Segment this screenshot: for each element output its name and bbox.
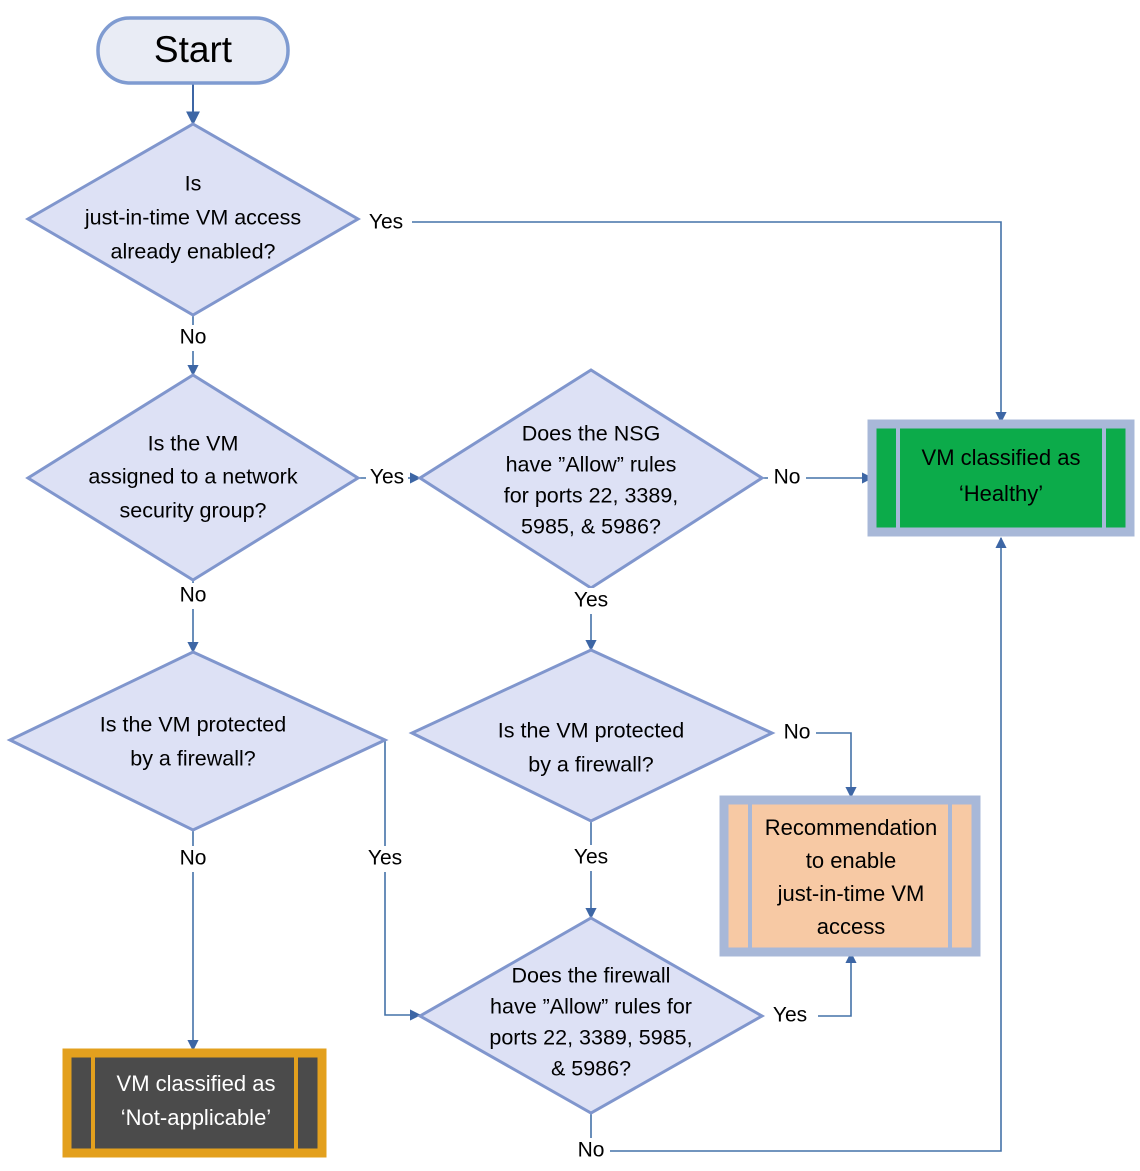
- node-start[interactable]: Start: [96, 16, 290, 85]
- vmnsg-line-3: security group?: [120, 499, 267, 523]
- edge-fwmid-no: [812, 732, 857, 799]
- node-nsg-allow-rules[interactable]: Does the NSG have ”Allow” rules for port…: [417, 368, 765, 590]
- jit-line-2: just-in-time VM access: [84, 206, 301, 230]
- edge-label-nsgrules-no: No: [774, 466, 801, 489]
- edge-label-jit-yes: Yes: [369, 211, 403, 234]
- jit-line-1: Is: [185, 172, 202, 196]
- edge-label-fwleft-no: No: [180, 847, 207, 870]
- node-recommendation[interactable]: Recommendation to enable just-in-time VM…: [719, 795, 981, 957]
- edge-label-nsgrules-yes: Yes: [574, 589, 608, 612]
- edge-fwleft-yes: [384, 740, 422, 1021]
- jit-line-3: already enabled?: [111, 240, 276, 264]
- recommendation-line-1: Recommendation: [765, 815, 937, 840]
- edge-label-nsg-yes: Yes: [370, 466, 404, 489]
- recommendation-line-2: to enable: [806, 848, 897, 873]
- node-vm-in-nsg[interactable]: Is the VM assigned to a network security…: [25, 373, 361, 582]
- vmnsg-line-2: assigned to a network: [88, 465, 297, 489]
- notapplicable-line-1: VM classified as: [117, 1071, 276, 1096]
- nsgrules-line-4: 5985, & 5986?: [521, 515, 661, 539]
- node-healthy[interactable]: VM classified as ‘Healthy’: [867, 419, 1135, 537]
- fwrules-line-1: Does the firewall: [512, 964, 671, 988]
- edge-label-fwmid-no: No: [784, 721, 811, 744]
- edge-jit-yes: [412, 221, 1007, 424]
- node-not-applicable[interactable]: VM classified as ‘Not-applicable’: [62, 1048, 327, 1158]
- vmnsg-line-1: Is the VM: [148, 432, 239, 456]
- recommendation-line-4: access: [817, 914, 885, 939]
- edge-label-fwleft-yes: Yes: [368, 847, 402, 870]
- node-firewall-mid[interactable]: Is the VM protected by a firewall?: [408, 648, 776, 823]
- start-label: Start: [154, 29, 233, 70]
- nsgrules-line-2: have ”Allow” rules: [506, 453, 677, 477]
- node-firewall-left[interactable]: Is the VM protected by a firewall?: [6, 650, 389, 832]
- fwmid-line-1: Is the VM protected: [498, 719, 684, 743]
- nsgrules-line-3: for ports 22, 3389,: [504, 484, 679, 508]
- edge-label-nsg-no: No: [180, 584, 207, 607]
- healthy-line-2: ‘Healthy’: [959, 481, 1043, 506]
- fwleft-line-1: Is the VM protected: [100, 713, 286, 737]
- node-jit-enabled[interactable]: Is just-in-time VM access already enable…: [25, 122, 361, 317]
- notapplicable-line-2: ‘Not-applicable’: [121, 1105, 271, 1130]
- edge-label-jit-no: No: [180, 326, 207, 349]
- recommendation-line-3: just-in-time VM: [777, 881, 925, 906]
- fwrules-line-2: have ”Allow” rules for: [490, 995, 692, 1019]
- edge-label-fwmid-yes: Yes: [574, 846, 608, 869]
- fwrules-line-4: & 5986?: [551, 1057, 631, 1081]
- node-firewall-allow-rules[interactable]: Does the firewall have ”Allow” rules for…: [416, 916, 766, 1115]
- fwrules-line-3: ports 22, 3389, 5985,: [489, 1026, 692, 1050]
- edge-labels: Yes No Yes No No Yes No Yes No Yes Yes N…: [174, 209, 816, 1164]
- edge-label-fwrules-no: No: [578, 1139, 605, 1162]
- nsgrules-line-1: Does the NSG: [522, 422, 661, 446]
- edge-fwrules-yes: [818, 951, 857, 1017]
- fwmid-line-2: by a firewall?: [528, 753, 654, 777]
- edge-fwrules-no: [590, 536, 1007, 1152]
- healthy-line-1: VM classified as: [922, 445, 1081, 470]
- edge-label-fwrules-yes: Yes: [773, 1004, 807, 1027]
- fwleft-line-2: by a firewall?: [130, 747, 256, 771]
